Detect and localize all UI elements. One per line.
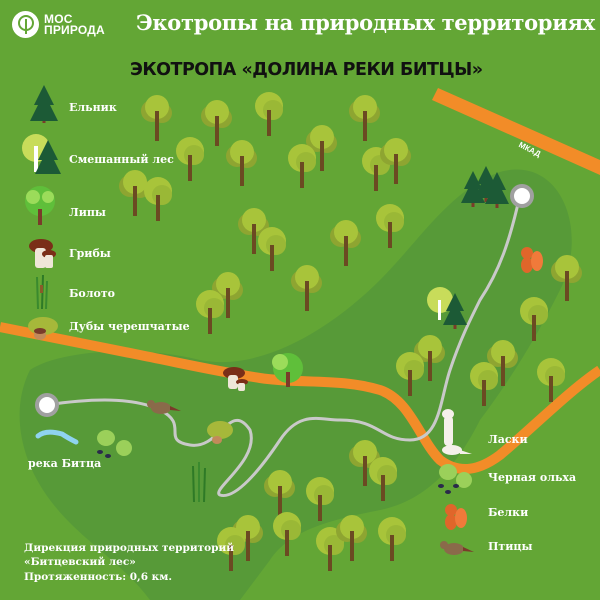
mospriroda-logo[interactable]: МОС ПРИРОДА [12,11,105,38]
mushroom-map-icon [223,367,248,391]
logo-text: МОС ПРИРОДА [44,11,105,37]
logo-line2: ПРИРОДА [44,22,105,37]
squirrel-map-icon [521,247,543,273]
legend-label-mixed-forest: Смешанный лес [69,153,174,166]
river-label: река Битца [28,457,102,470]
oak-acorn-icon [28,317,58,340]
legend-label-mushroom: Грибы [69,247,111,260]
legend-label-squirrel: Белки [488,506,529,519]
legend-label-swamp: Болото [69,287,115,300]
legend-label-weasel: Ласки [488,433,528,446]
acorn-map-icon [207,421,233,444]
weasel-icon [442,409,472,455]
orange-road [0,322,600,475]
info-directorate: Дирекция природных территорий [24,542,235,554]
mixed-forest-map-icon [427,287,467,329]
squirrel-icon [445,504,467,530]
mixed-forest-icon [22,134,61,174]
tree-logo-icon [12,11,39,38]
legend-label-black-alder: Черная ольха [488,471,577,484]
linden-map-icon [272,353,303,387]
logo-line1: МОС [44,11,73,26]
trail-title: ЭКОТРОПА «ДОЛИНА РЕКИ БИТЦЫ» [130,60,483,80]
legend-label-oak: Дубы черешчатые [69,320,190,333]
black-alder-icon [438,464,472,494]
alder-map-icon [97,430,132,458]
info-length: Протяженность: 0,6 км. [24,571,173,583]
trail-end-point [510,184,534,208]
trail-start-point [35,393,59,417]
legend-label-bird: Птицы [488,540,533,553]
legend-label-spruce: Ельник [69,101,117,114]
mkad-road [432,88,600,175]
bird-map-icon [147,400,181,414]
legend-label-linden: Липы [69,206,106,219]
spruce-icon [30,85,58,123]
mushroom-icon [29,239,56,268]
river [35,429,79,445]
bird-icon [440,541,474,555]
linden-icon [25,186,55,225]
trail-path [46,194,522,497]
info-park-name: «Битцевский лес» [24,556,136,568]
swamp-reed-icon [36,275,48,309]
page-title: Экотропы на природных территориях [136,10,595,35]
reed-map-icon [192,462,206,502]
